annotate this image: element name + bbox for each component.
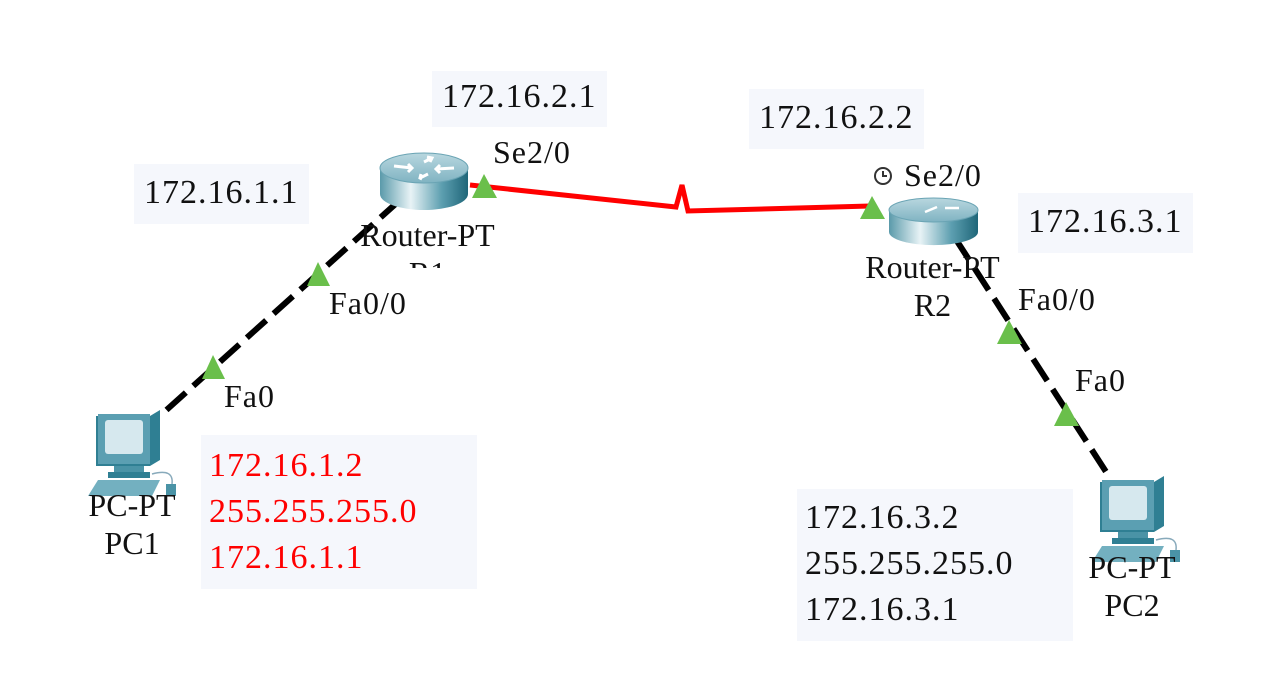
pc2-mask: 255.255.255.0 — [805, 545, 1014, 582]
router-r1-icon[interactable] — [379, 152, 469, 210]
device-label-r1[interactable]: Router-PT R1 — [335, 216, 520, 268]
pc1-icon[interactable] — [88, 410, 176, 496]
port-up-icon-r2-se — [860, 196, 885, 219]
pc1-mask: 255.255.255.0 — [209, 493, 418, 530]
port-up-icon-r1-se — [472, 174, 497, 198]
port-label-pc1-fa: Fa0 — [224, 378, 275, 414]
port-label-r2-se: Se2/0 — [904, 157, 982, 193]
device-name-r1: R1 — [335, 254, 520, 268]
port-up-icon-r2-fa — [997, 320, 1022, 344]
pc1-ip: 172.16.1.2 — [209, 447, 364, 484]
device-model-r2: Router-PT — [865, 249, 1000, 285]
port-up-icon-pc1-fa — [202, 355, 225, 379]
device-model-pc2: PC-PT — [1088, 549, 1176, 585]
port-label-r1-fa: Fa0/0 — [329, 285, 407, 321]
port-label-r1-se: Se2/0 — [493, 134, 571, 170]
port-label-r2-fa: Fa0/0 — [1018, 281, 1096, 317]
pc1-config-note[interactable]: 172.16.1.2 255.255.255.0 172.16.1.1 — [201, 435, 477, 589]
ip-label-r2-fa: 172.16.3.1 — [1018, 193, 1193, 253]
device-label-r2[interactable]: Router-PT R2 — [840, 248, 1025, 324]
device-label-pc2[interactable]: PC-PT PC2 — [1076, 548, 1188, 624]
pc2-ip: 172.16.3.2 — [805, 499, 960, 536]
ip-label-r1-fa: 172.16.1.1 — [134, 164, 309, 224]
link-r2-pc2[interactable] — [952, 236, 1113, 480]
port-up-icon-pc2-fa — [1054, 402, 1079, 426]
router-r2-icon[interactable] — [888, 197, 979, 246]
device-name-pc1: PC1 — [104, 525, 160, 561]
device-name-r2: R2 — [913, 287, 952, 323]
device-model-pc1: PC-PT — [88, 487, 176, 523]
clock-icon — [874, 167, 892, 185]
ip-label-r1-se: 172.16.2.1 — [432, 71, 607, 127]
pc1-gateway: 172.16.1.1 — [209, 539, 364, 576]
pc2-icon[interactable] — [1092, 476, 1180, 562]
pc2-gateway: 172.16.3.1 — [805, 591, 960, 628]
port-up-icon-r1-fa — [307, 262, 330, 286]
port-label-pc2-fa: Fa0 — [1075, 362, 1126, 398]
ip-label-r2-se: 172.16.2.2 — [749, 89, 924, 149]
pc2-config-note[interactable]: 172.16.3.2 255.255.255.0 172.16.3.1 — [797, 489, 1073, 641]
device-name-pc2: PC2 — [1104, 587, 1160, 623]
serial-link-r1-r2[interactable] — [469, 182, 871, 214]
device-model-r1: Router-PT — [360, 217, 495, 253]
device-label-pc1[interactable]: PC-PT PC1 — [76, 486, 188, 562]
link-r1-pc1[interactable] — [159, 197, 403, 417]
